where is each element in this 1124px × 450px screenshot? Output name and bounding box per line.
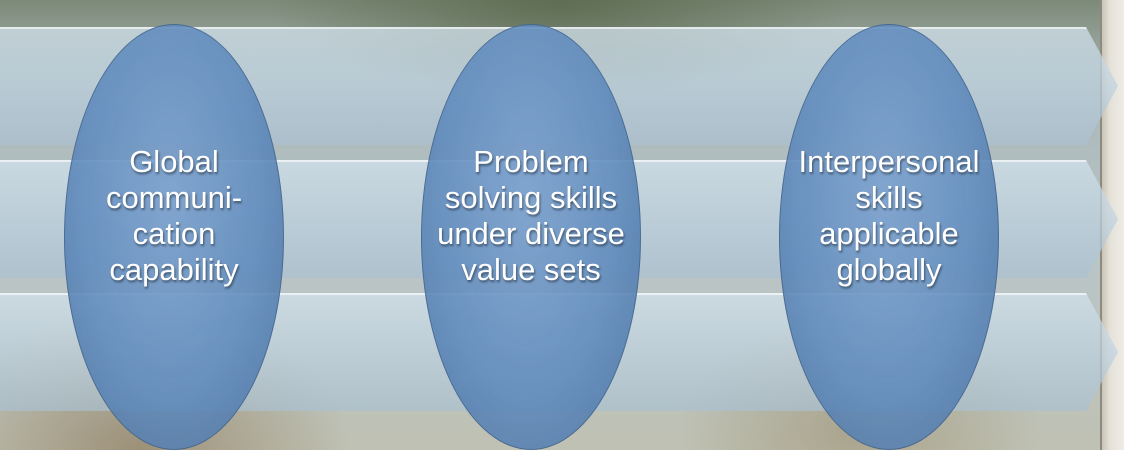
bubble-label: Global communi- cation capability	[105, 144, 243, 287]
bubble-interpersonal-skills: Interpersonal skills applicable globally	[779, 24, 999, 450]
bubble-label: Interpersonal skills applicable globally	[798, 144, 980, 287]
bubble-problem-solving: Problem solving skills under diverse val…	[421, 24, 641, 450]
bubble-global-communication: Global communi- cation capability	[64, 24, 284, 450]
bubble-label: Problem solving skills under diverse val…	[437, 144, 625, 287]
